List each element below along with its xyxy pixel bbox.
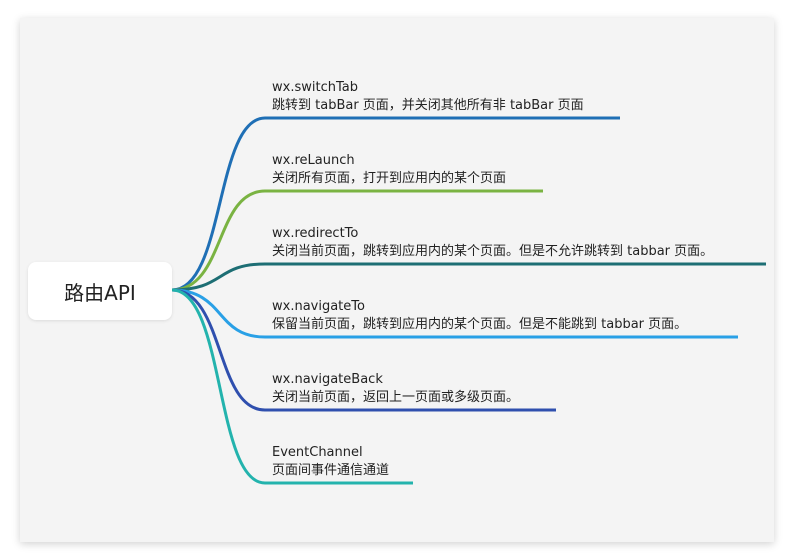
branch-navigateto[interactable]: wx.navigateTo 保留当前页面，跳转到应用内的某个页面。但是不能跳到 … (272, 298, 687, 334)
branch-desc: 关闭所有页面，打开到应用内的某个页面 (272, 171, 507, 186)
branch-redirectto[interactable]: wx.redirectTo 关闭当前页面，跳转到应用内的某个页面。但是不允许跳转… (272, 225, 713, 261)
branch-desc: 保留当前页面，跳转到应用内的某个页面。但是不能跳到 tabbar 页面。 (272, 317, 688, 332)
connector-relaunch (171, 189, 543, 292)
connector-eventchannel (171, 288, 413, 485)
branch-desc: 跳转到 tabBar 页面，并关闭其他所有非 tabBar 页面 (272, 98, 584, 113)
branch-title: wx.redirectTo (272, 226, 359, 241)
root-label: 路由API (64, 280, 136, 305)
branch-relaunch[interactable]: wx.reLaunch 关闭所有页面，打开到应用内的某个页面 (272, 152, 506, 188)
connector-navigateback (171, 288, 556, 412)
branch-eventchannel[interactable]: EventChannel 页面间事件通信通道 (272, 444, 389, 480)
branch-title: wx.navigateBack (272, 372, 383, 387)
branch-desc: 关闭当前页面，跳转到应用内的某个页面。但是不允许跳转到 tabbar 页面。 (272, 244, 714, 259)
branch-switchtab[interactable]: wx.switchTab 跳转到 tabBar 页面，并关闭其他所有非 tabB… (272, 79, 584, 115)
branch-desc: 关闭当前页面，返回上一页面或多级页面。 (272, 390, 520, 405)
connector-redirectto (171, 262, 766, 292)
root-node[interactable]: 路由API (28, 262, 172, 320)
connector-navigateto (171, 288, 738, 339)
branch-title: wx.switchTab (272, 80, 358, 95)
branch-title: EventChannel (272, 445, 363, 460)
branch-desc: 页面间事件通信通道 (272, 463, 390, 478)
branch-title: wx.navigateTo (272, 299, 365, 314)
connector-switchtab (171, 116, 620, 292)
branch-navigateback[interactable]: wx.navigateBack 关闭当前页面，返回上一页面或多级页面。 (272, 371, 519, 407)
branch-title: wx.reLaunch (272, 153, 355, 168)
